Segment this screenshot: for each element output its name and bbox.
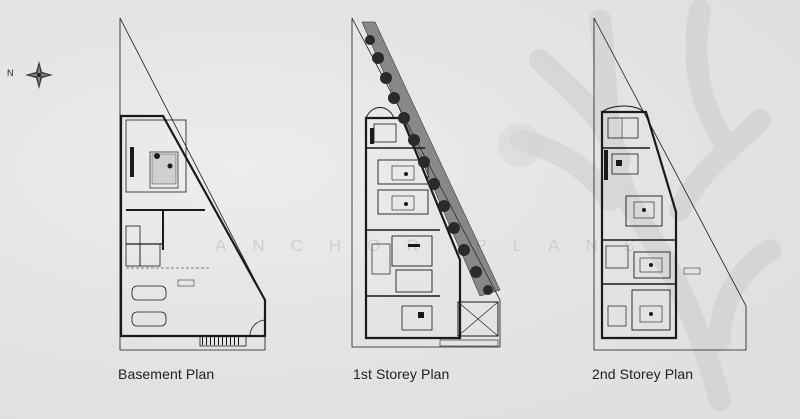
north-label: N — [7, 68, 14, 78]
watermark-text: ANCHOR PLANS — [215, 236, 662, 255]
caption-first-storey-plan: 1st Storey Plan — [353, 366, 450, 382]
caption-basement-plan: Basement Plan — [118, 366, 215, 382]
caption-second-storey-plan: 2nd Storey Plan — [592, 366, 694, 382]
compass-rose-icon — [25, 61, 53, 89]
